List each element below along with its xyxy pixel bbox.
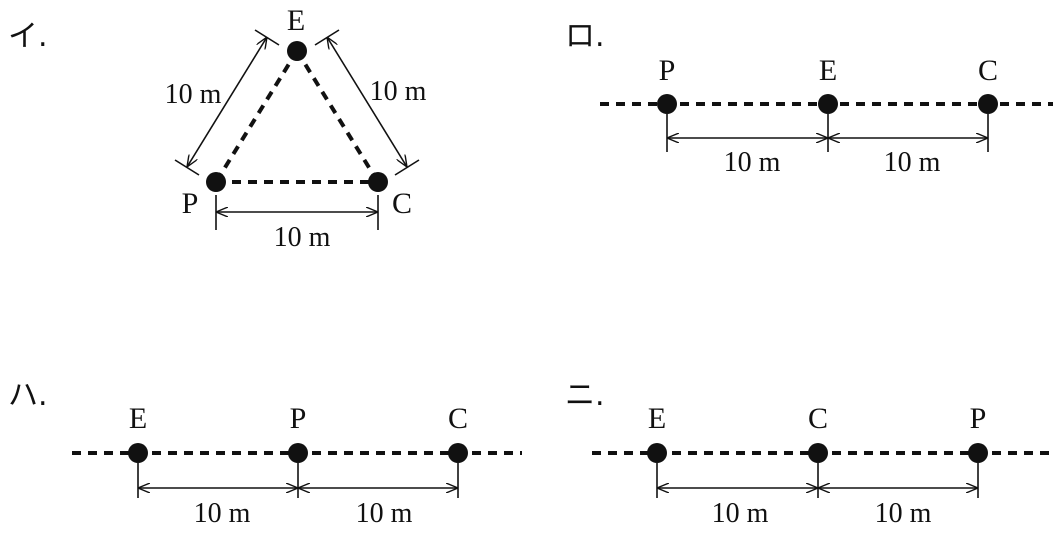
node-p: [206, 172, 226, 192]
node-label-c: C: [392, 187, 412, 220]
dim-label-left: 10 m: [165, 79, 222, 110]
dim-label-right: 10 m: [370, 76, 427, 107]
node-label-3: C: [978, 54, 998, 87]
node-label-1: E: [648, 402, 666, 435]
node-2: [288, 443, 308, 463]
node-e: [287, 41, 307, 61]
lead-e-c: [295, 49, 380, 184]
dim-label-2: 10 m: [884, 147, 941, 178]
panel-ha: ハ. E P C 10 m 10 m: [8, 378, 522, 529]
node-1: [647, 443, 667, 463]
node-label-1: E: [129, 402, 147, 435]
dim-arrow-left: [187, 37, 267, 167]
option-label-ro: ロ.: [565, 19, 605, 54]
node-c: [368, 172, 388, 192]
lead-e-p: [214, 49, 299, 184]
node-label-e: E: [287, 4, 305, 37]
dim-label-1: 10 m: [194, 498, 251, 529]
node-label-3: P: [970, 402, 987, 435]
panel-i: イ. E P C 10 m 10 m 10 m: [8, 4, 427, 253]
dim-label-bottom: 10 m: [274, 222, 331, 253]
node-2: [808, 443, 828, 463]
panel-ni: ニ. E C P 10 m 10 m: [565, 378, 1053, 529]
node-label-p: P: [182, 187, 199, 220]
node-3: [448, 443, 468, 463]
dim-label-2: 10 m: [356, 498, 413, 529]
node-label-2: C: [808, 402, 828, 435]
panel-ro: ロ. P E C 10 m 10 m: [565, 19, 1053, 178]
dim-arrow-right: [327, 37, 407, 167]
option-label-ha: ハ.: [8, 378, 48, 413]
dim-tick: [394, 159, 420, 176]
option-label-ni: ニ.: [565, 378, 605, 413]
node-2: [818, 94, 838, 114]
dim-label-1: 10 m: [712, 498, 769, 529]
option-label-i: イ.: [8, 19, 48, 54]
node-1: [657, 94, 677, 114]
dim-label-1: 10 m: [724, 147, 781, 178]
node-label-1: P: [659, 54, 676, 87]
node-label-2: E: [819, 54, 837, 87]
node-label-2: P: [290, 402, 307, 435]
node-3: [978, 94, 998, 114]
node-3: [968, 443, 988, 463]
dim-tick: [174, 159, 200, 176]
node-label-3: C: [448, 402, 468, 435]
node-1: [128, 443, 148, 463]
dim-label-2: 10 m: [875, 498, 932, 529]
